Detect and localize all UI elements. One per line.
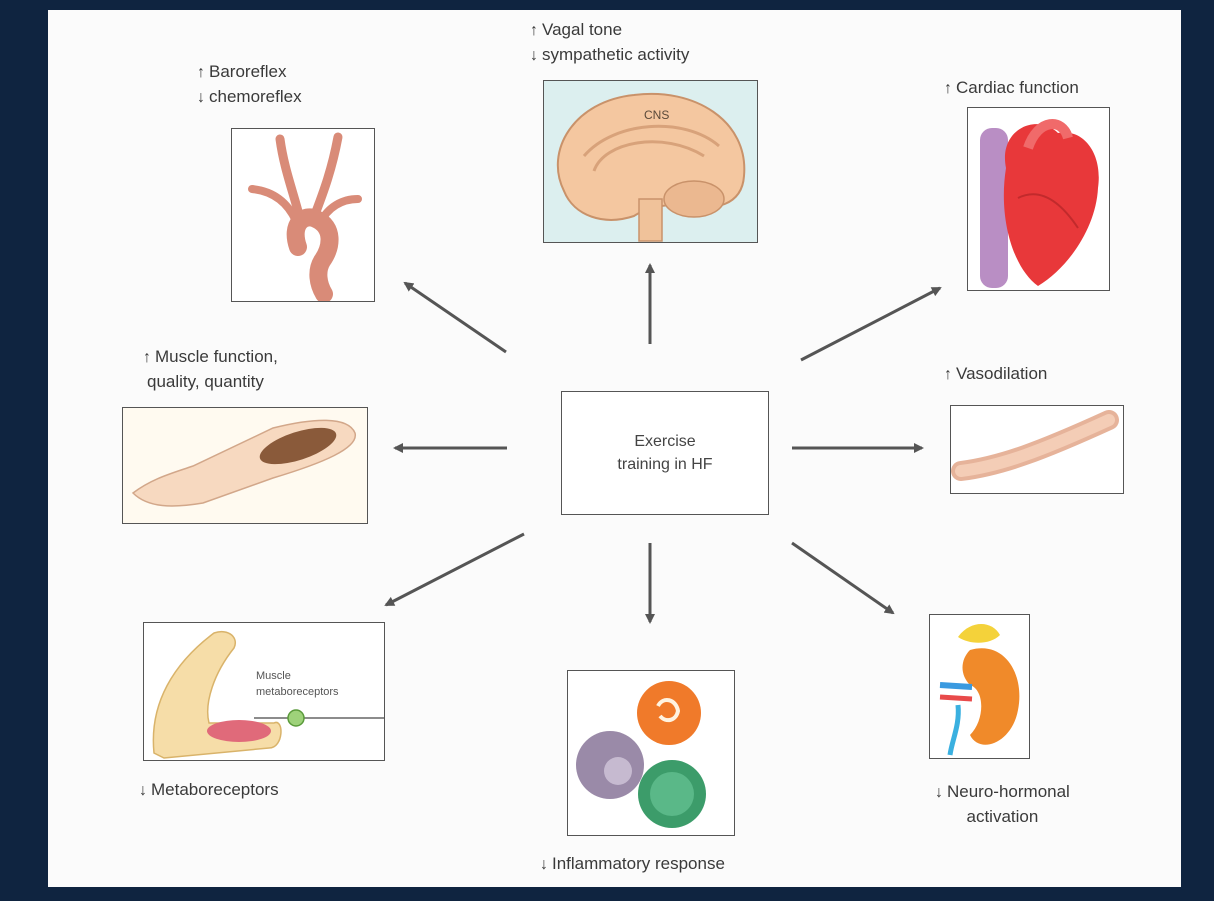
up-arrow-glyph: ↑ [944, 366, 952, 383]
up-arrow-glyph: ↑ [143, 349, 151, 366]
cns-label: CNS [644, 108, 669, 122]
vagal-tone-text: Vagal tone [542, 20, 622, 39]
inflammatory-text: Inflammatory response [552, 854, 725, 873]
down-arrow-glyph: ↓ [530, 47, 538, 64]
center-text: Exercise training in HF [610, 430, 720, 476]
vessel-image [950, 405, 1124, 494]
brain-image: CNS [543, 80, 758, 243]
up-arrow-glyph: ↑ [197, 64, 205, 81]
kidney-image [929, 614, 1030, 759]
brain-icon: CNS [544, 81, 757, 242]
vasodilation-text: Vasodilation [956, 364, 1047, 383]
metaboreceptors-text: Metaboreceptors [151, 780, 279, 799]
vasodilation-label: ↑Vasodilation [944, 362, 1047, 387]
down-arrow-glyph: ↓ [935, 784, 943, 801]
sympathetic-text: sympathetic activity [542, 45, 689, 64]
baroreflex-label: ↑Baroreflex ↓chemoreflex [197, 60, 302, 110]
muscle-quality-text: quality, quantity [147, 372, 264, 391]
aortic-arch-icon [232, 129, 374, 301]
chemoreflex-text: chemoreflex [209, 87, 302, 106]
flexed-arm-icon: Muscle metaboreceptors [144, 623, 384, 760]
down-arrow-glyph: ↓ [540, 856, 548, 873]
blood-cells-icon [568, 671, 734, 835]
arm-image [122, 407, 368, 524]
baroreflex-text: Baroreflex [209, 62, 286, 81]
arm-icon [123, 408, 367, 523]
muscle-image-label: Muscle [256, 670, 291, 682]
down-arrow-glyph: ↓ [197, 89, 205, 106]
vagal-label: ↑Vagal tone ↓sympathetic activity [530, 18, 689, 68]
activation-text: activation [967, 807, 1039, 826]
aortic-arch-image [231, 128, 375, 302]
blood-cells-image [567, 670, 735, 836]
heart-image [967, 107, 1110, 291]
muscle-label: ↑Muscle function, quality, quantity [143, 345, 278, 394]
flexed-arm-image: Muscle metaboreceptors [143, 622, 385, 761]
metaboreceptors-image-label: metaboreceptors [256, 686, 339, 698]
up-arrow-glyph: ↑ [944, 80, 952, 97]
cardiac-text: Cardiac function [956, 78, 1079, 97]
vessel-icon [951, 406, 1123, 493]
center-box: Exercise training in HF [561, 391, 769, 515]
muscle-function-text: Muscle function, [155, 347, 278, 366]
cardiac-label: ↑Cardiac function [944, 76, 1079, 101]
inflammatory-label: ↓Inflammatory response [540, 852, 725, 877]
kidney-icon [930, 615, 1029, 758]
up-arrow-glyph: ↑ [530, 22, 538, 39]
neuro-hormonal-text: Neuro-hormonal [947, 782, 1070, 801]
heart-icon [968, 108, 1109, 290]
metabo-label: ↓Metaboreceptors [139, 778, 279, 803]
neuro-label: ↓Neuro-hormonal activation [935, 780, 1070, 829]
down-arrow-glyph: ↓ [139, 782, 147, 799]
